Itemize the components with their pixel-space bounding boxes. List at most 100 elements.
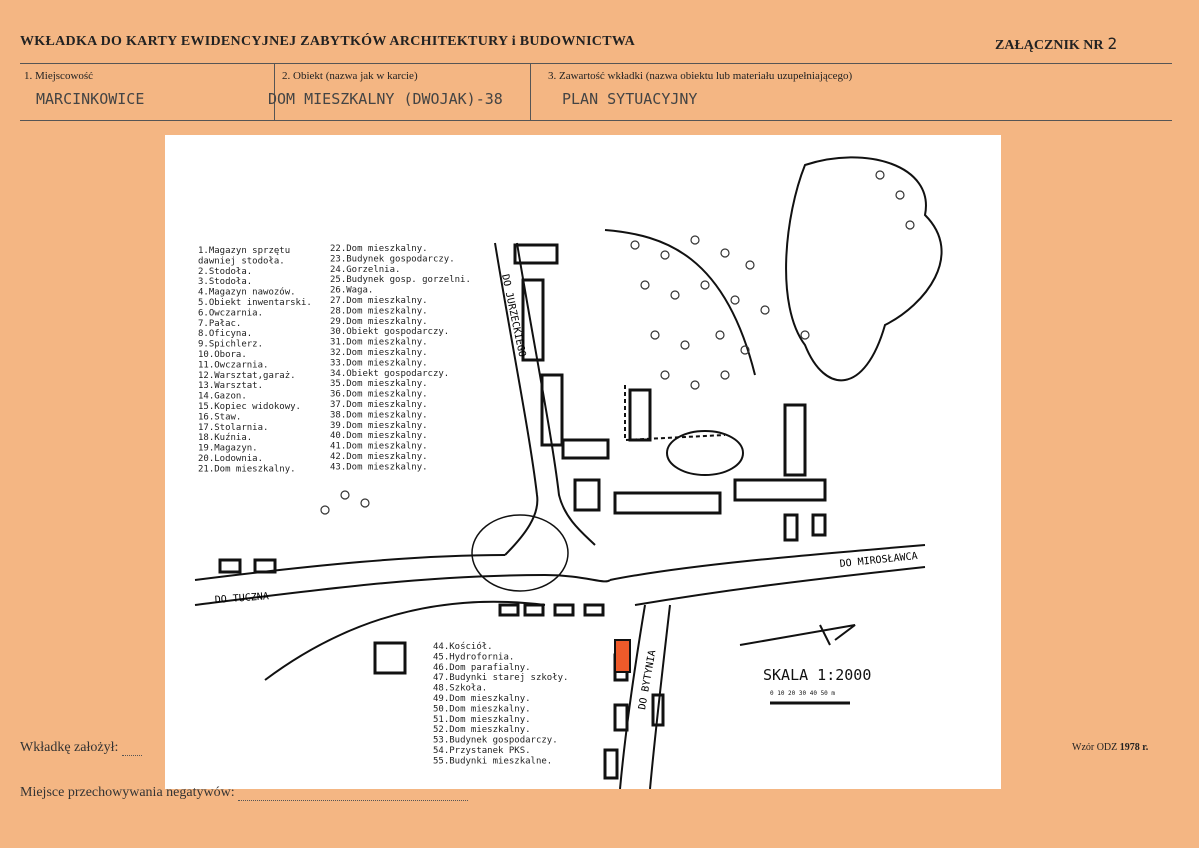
legend-entry: 37.Dom mieszkalny. <box>330 400 428 410</box>
legend-entry: 17.Stolarnia. <box>198 423 268 433</box>
header-rule-bottom <box>20 120 1172 121</box>
building-outlines <box>218 243 827 780</box>
north-arrow <box>739 624 856 646</box>
legend-entry: 31.Dom mieszkalny. <box>330 338 428 348</box>
legend-entry: 20.Lodownia. <box>198 454 263 464</box>
negatives-storage-field: Miejsce przechowywania negatywów: <box>20 785 469 801</box>
legend-entry: 14.Gazon. <box>198 392 247 402</box>
created-by-field: Wkładkę założył: <box>20 740 142 756</box>
field-locality-label: 1. Miejscowość <box>24 70 94 82</box>
pond-outline <box>785 156 943 382</box>
tree-dots <box>320 170 915 515</box>
road-miroslawca-edge2 <box>634 566 926 606</box>
legend-entry: 18.Kuźnia. <box>198 433 252 443</box>
road-label-tuczna: DO TUCZNA <box>214 591 269 606</box>
road-tuczna-edge2 <box>194 573 611 606</box>
road-bytynia-edge <box>619 604 646 790</box>
legend-entry: 44.Kościół. <box>433 641 493 652</box>
road-bytynia-edge2 <box>649 604 671 790</box>
header-rule-top <box>20 63 1172 64</box>
legend-entry: 45.Hydrofornia. <box>433 652 514 662</box>
field-object-value: DOM MIESZKALNY (DWOJAK)-38 <box>268 90 503 108</box>
legend-entry: 16.Staw. <box>198 412 241 422</box>
legend-entry: 2.Stodoła. <box>198 267 252 277</box>
legend-entry: 8.Oficyna. <box>198 329 252 339</box>
park-path <box>604 229 756 376</box>
legend-entry: 15.Kopiec widokowy. <box>198 402 301 412</box>
legend-entry: 42.Dom mieszkalny. <box>330 452 428 462</box>
legend-entry: 5.Obiekt inwentarski. <box>198 298 312 308</box>
church-plot <box>471 514 569 592</box>
legend-entry: 34.Obiekt gospodarczy. <box>330 369 449 379</box>
legend-entry: 24.Gorzelnia. <box>330 265 400 275</box>
field-divider-1 <box>274 64 275 120</box>
road-jurzecki-edge2 <box>516 242 596 546</box>
legend-entry: 22.Dom mieszkalny. <box>330 244 428 254</box>
legend-entry: 43.Dom mieszkalny. <box>330 462 428 472</box>
legend-entry: 3.Stodoła. <box>198 277 252 287</box>
legend-entry: 39.Dom mieszkalny. <box>330 421 428 431</box>
legend-entry: 33.Dom mieszkalny. <box>330 358 428 368</box>
legend-entry: 32.Dom mieszkalny. <box>330 348 428 358</box>
legend-column-3: 44.Kościół.45.Hydrofornia.46.Dom parafia… <box>433 641 568 766</box>
legend-entry: 7.Pałac. <box>198 319 241 329</box>
legend-entry: 26.Waga. <box>330 286 373 296</box>
legend-entry: 13.Warsztat. <box>198 381 263 391</box>
legend-column-2: 22.Dom mieszkalny.23.Budynek gospodarczy… <box>330 244 471 472</box>
legend-entry: 21.Dom mieszkalny. <box>198 464 296 474</box>
field-content-value: PLAN SYTUACYJNY <box>562 90 698 108</box>
legend-entry: 54.Przystanek PKS. <box>433 746 531 756</box>
legend-entry: dawniej stodoła. <box>198 256 285 266</box>
legend-entry: 36.Dom mieszkalny. <box>330 390 428 400</box>
scale-label: SKALA 1:2000 <box>763 666 871 684</box>
road-miroslawca-edge <box>609 544 926 581</box>
legend-entry: 19.Magazyn. <box>198 444 258 454</box>
legend-entry: 10.Obora. <box>198 350 247 360</box>
legend-entry: 23.Budynek gospodarczy. <box>330 254 455 264</box>
legend-entry: 12.Warsztat,garaż. <box>198 371 296 381</box>
road-jurzecki-edge <box>494 242 539 556</box>
attachment-number: 2 <box>1107 34 1118 53</box>
legend-entry: 1.Magazyn sprzętu <box>198 246 290 256</box>
legend-entry: 9.Spichlerz. <box>198 340 263 350</box>
legend-entry: 30.Obiekt gospodarczy. <box>330 327 449 337</box>
legend-entry: 49.Dom mieszkalny. <box>433 694 531 704</box>
field-divider-2 <box>530 64 531 120</box>
field-content-label: 3. Zawartość wkładki (nazwa obiektu lub … <box>548 70 853 82</box>
legend-entry: 11.Owczarnia. <box>198 360 268 370</box>
road-label-bytynia: DO BYTYNIA <box>637 649 658 710</box>
road-lower-left <box>264 600 546 681</box>
legend-entry: 40.Dom mieszkalny. <box>330 431 428 441</box>
legend-entry: 55.Budynki mieszkalne. <box>433 756 552 766</box>
legend-entry: 50.Dom mieszkalny. <box>433 704 531 714</box>
legend-entry: 38.Dom mieszkalny. <box>330 410 428 420</box>
card-title: WKŁADKA DO KARTY EWIDENCYJNEJ ZABYTKÓW A… <box>20 34 636 49</box>
highlighted-building-38 <box>614 639 631 673</box>
legend-entry: 48.Szkoła. <box>433 684 487 694</box>
legend-entry: 52.Dom mieszkalny. <box>433 725 531 735</box>
form-version: Wzór ODZ 1978 r. <box>1072 742 1149 753</box>
legend-entry: 4.Magazyn nawozów. <box>198 287 296 298</box>
legend-entry: 25.Budynek gosp. gorzelni. <box>330 275 471 285</box>
field-locality-value: MARCINKOWICE <box>36 90 145 108</box>
legend-entry: 51.Dom mieszkalny. <box>433 715 531 725</box>
park-fence <box>624 385 726 442</box>
legend-entry: 27.Dom mieszkalny. <box>330 296 428 306</box>
legend-entry: 53.Budynek gospodarczy. <box>433 736 558 746</box>
field-object-label: 2. Obiekt (nazwa jak w karcie) <box>282 70 418 82</box>
legend-entry: 35.Dom mieszkalny. <box>330 379 428 389</box>
legend-entry: 47.Budynki starej szkoły. <box>433 673 568 683</box>
scale-ticks: 0 10 20 30 40 50 m <box>770 690 835 697</box>
road-label-miroslawca: DO MIROSŁAWCA <box>839 551 918 570</box>
road-tuczna-edge <box>194 554 506 581</box>
legend-entry: 28.Dom mieszkalny. <box>330 306 428 316</box>
gazon-ellipse <box>666 430 744 476</box>
legend-entry: 6.Owczarnia. <box>198 308 263 318</box>
legend-entry: 41.Dom mieszkalny. <box>330 442 428 452</box>
legend-entry: 29.Dom mieszkalny. <box>330 317 428 327</box>
legend-entry: 46.Dom parafialny. <box>433 663 531 673</box>
